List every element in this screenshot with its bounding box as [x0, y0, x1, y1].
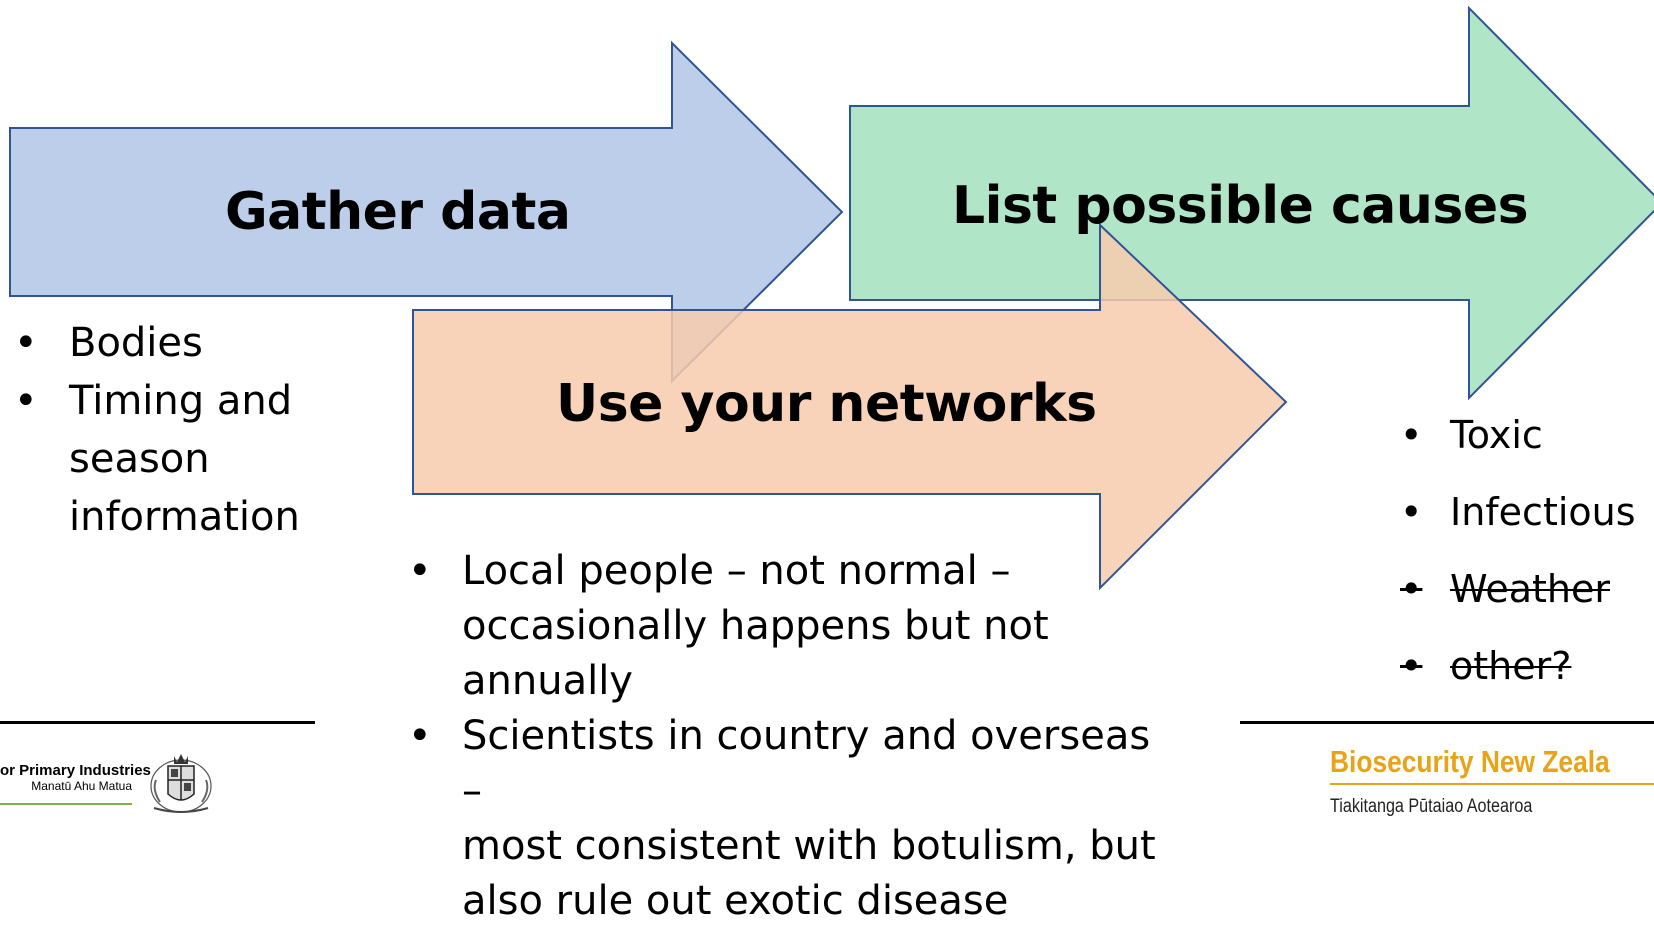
mpi-title: or Primary Industries	[0, 762, 151, 779]
list-item-struck: other?	[1390, 643, 1636, 720]
list-causes-label: List possible causes	[952, 176, 1529, 236]
list-item: Toxic	[1390, 412, 1636, 489]
mpi-subtitle: Manatū Ahu Matua	[31, 779, 132, 793]
biosecurity-nz-underline	[1330, 783, 1654, 785]
gather-data-label: Gather data	[225, 182, 571, 242]
gather-data-list: Bodies Timing and season information	[4, 314, 300, 546]
footer-rule-left	[0, 721, 315, 724]
nz-coat-of-arms-icon	[150, 754, 212, 813]
list-causes-arrow	[849, 5, 1654, 401]
biosecurity-nz-title: Biosecurity New Zeala	[1330, 744, 1610, 779]
use-networks-label: Use your networks	[556, 374, 1097, 434]
networks-list: Local people – not normal – occasionally…	[400, 544, 1180, 929]
mpi-underline	[0, 803, 132, 805]
possible-causes-list: Toxic Infectious Weather other?	[1390, 412, 1636, 720]
mpi-logo-text: or Primary Industries Manatū Ahu Matua	[0, 762, 151, 793]
biosecurity-nz-subtitle: Tiakitanga Pūtaiao Aotearoa	[1330, 796, 1533, 817]
list-item: Infectious	[1390, 489, 1636, 566]
list-item: Timing and season information	[4, 372, 300, 546]
list-item-struck: Weather	[1390, 566, 1636, 643]
list-item: Scientists in country and overseas – mos…	[400, 709, 1180, 929]
footer-rule-right	[1240, 721, 1654, 724]
use-networks-arrow	[412, 222, 1288, 591]
list-item: Local people – not normal – occasionally…	[400, 544, 1180, 709]
gather-data-arrow	[9, 40, 844, 384]
process-arrows	[9, 5, 1654, 591]
list-item: Bodies	[4, 314, 300, 372]
